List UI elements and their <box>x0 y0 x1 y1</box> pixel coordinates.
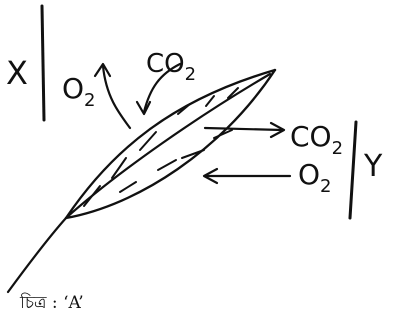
label-o2-top: O2 <box>62 72 96 111</box>
left-divider <box>40 4 46 122</box>
label-y: Y <box>363 149 383 184</box>
label-co2-right: CO2 <box>290 120 343 159</box>
co2-in-arrowhead <box>135 100 152 116</box>
o2-in-arrowhead <box>202 167 219 185</box>
label-o2-right: O2 <box>298 158 332 197</box>
o2-out-arrowhead <box>93 62 112 78</box>
co2-out-arrow <box>203 126 284 132</box>
leaf-stem-and-midrib <box>6 72 272 294</box>
co2-out-arrowhead <box>269 121 286 139</box>
leaf-veins <box>83 87 239 207</box>
leaf-upper-edge <box>64 68 277 220</box>
leaf-lower-edge <box>64 68 277 220</box>
label-x: X <box>6 54 28 92</box>
o2-out-arrow <box>101 64 132 130</box>
figure-caption: চিত্র : ‘A’ <box>19 292 84 313</box>
label-co2-top: CO2 <box>146 49 196 85</box>
right-divider <box>348 120 358 220</box>
co2-in-arrow <box>142 62 182 114</box>
